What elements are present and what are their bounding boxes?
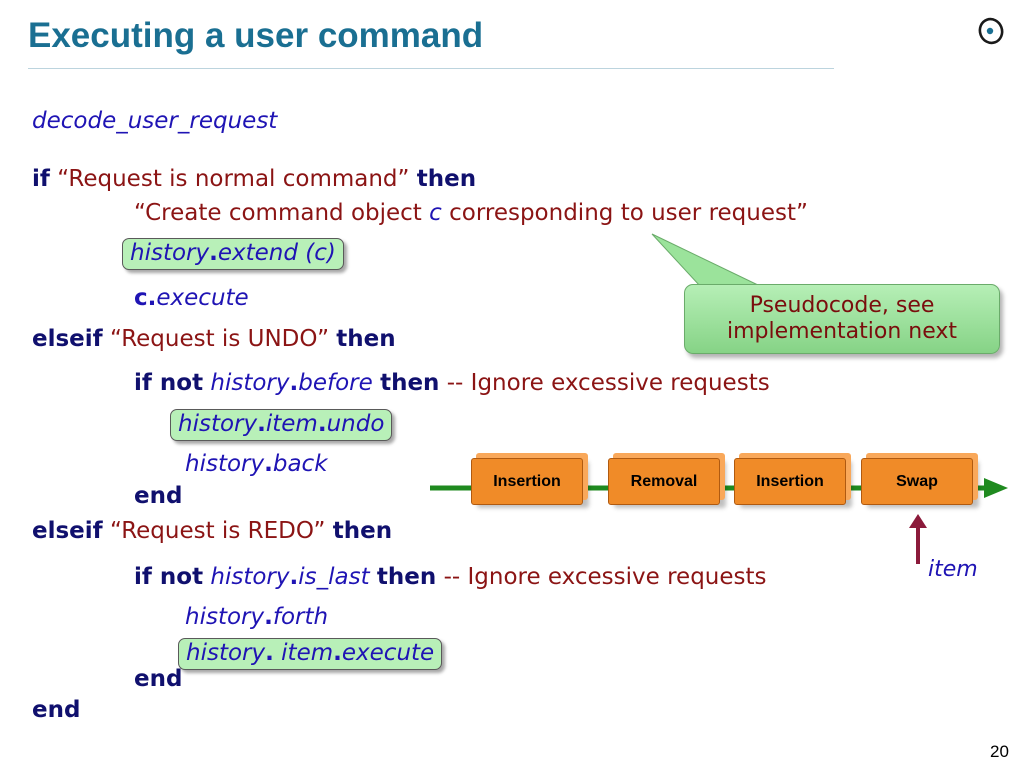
code-line-9: history.back [185,451,328,477]
highlight-history-item-undo: history.item.undo [170,409,393,441]
history-box-removal: Removal [608,458,720,505]
item-pointer-arrow [909,514,927,564]
condition-text: “Request is normal command” [57,166,410,192]
identifier-history: history [130,240,210,266]
identifier-forth: forth [272,604,329,630]
keyword-if-not: if not [134,564,204,590]
history-box-swap: Swap [861,458,973,505]
identifier-history: history [185,451,265,477]
string-text-rest: corresponding to user request” [449,200,808,226]
identifier-history: history [178,411,258,437]
identifier-before: before [298,370,373,396]
keyword-then: then [416,166,477,192]
keyword-then: then [380,370,440,396]
routine-name: decode_user_request [32,108,278,134]
keyword-end: end [32,697,81,723]
identifier-execute: execute [156,285,249,311]
code-line-13: history.forth [185,604,329,630]
highlight-history-extend: history.extend (c) [122,238,344,270]
identifier-history: history [210,564,290,590]
keyword-then: then [332,518,393,544]
identifier-history: history [210,370,290,396]
identifier-back: back [272,451,328,477]
keyword-then: then [336,326,396,352]
string-text: “Create command object [134,200,422,226]
keyword-if: if [32,166,50,192]
code-line-7: if not history.before then -- Ignore exc… [134,370,770,396]
code-line-15: end [134,666,182,692]
history-box-insertion-2: Insertion [734,458,846,505]
history-box-insertion-1: Insertion [471,458,583,505]
keyword-elseif: elseif [32,518,103,544]
comment: -- Ignore excessive requests [446,370,770,396]
condition-text: “Request is UNDO” [109,326,329,352]
slide-title: Executing a user command [28,16,484,55]
code-line-3: “Create command object c corresponding t… [134,200,808,226]
identifier-undo: undo [326,411,385,437]
keyword-end: end [134,483,183,509]
page-number: 20 [990,742,1009,761]
identifier-item: item [265,411,318,437]
identifier-extend: extend [217,240,298,266]
identifier-execute: execute [341,640,435,666]
keyword-elseif: elseif [32,326,103,352]
keyword-end: end [134,666,183,692]
title-divider [28,68,834,69]
code-line-6: elseif “Request is UNDO” then [32,326,396,352]
code-line-10: end [134,483,182,509]
keyword-then: then [376,564,437,590]
identifier-c: c [429,200,442,226]
identifier-history: history [186,640,266,666]
callout-line-1: Pseudocode, see [749,293,935,318]
identifier-history: history [185,604,265,630]
identifier-item: item [281,640,334,666]
pseudocode-callout: Pseudocode, see implementation next [684,284,1000,354]
callout-line-2: implementation next [726,319,958,344]
code-line-5: c.execute [134,285,249,311]
code-line-1: decode_user_request [32,108,277,134]
code-line-2: if “Request is normal command” then [32,166,476,192]
identifier-is-last: is_last [298,564,370,590]
code-line-11: elseif “Request is REDO” then [32,518,392,544]
code-line-12: if not history.is_last then -- Ignore ex… [134,564,767,590]
code-line-16: end [32,697,80,723]
eiffel-logo-icon [976,16,1006,50]
highlight-history-item-execute: history. item.execute [178,638,443,670]
condition-text: “Request is REDO” [109,518,326,544]
keyword-if-not: if not [134,370,204,396]
identifier-c: c [134,285,148,311]
comment: -- Ignore excessive requests [443,564,767,590]
argument-c: (c) [305,240,336,266]
item-pointer-label: item [928,557,978,582]
